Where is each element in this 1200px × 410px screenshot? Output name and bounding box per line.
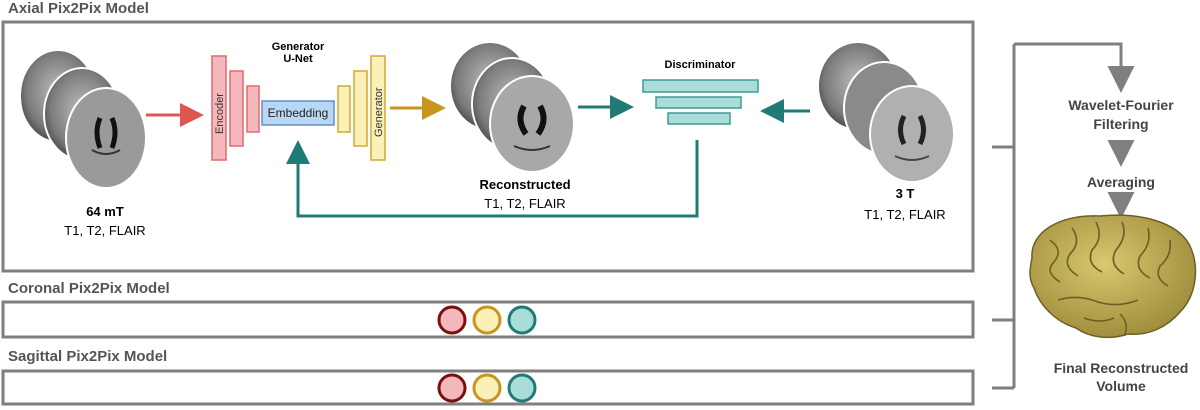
discriminator-label: Discriminator — [665, 59, 737, 71]
embedding-label: Embedding — [268, 106, 329, 120]
embedding-block — [261, 100, 335, 126]
generator-title-line2: U-Net — [283, 53, 313, 65]
final-label-line1: Final Reconstructed — [1054, 360, 1189, 376]
recon-label: Reconstructed — [479, 177, 570, 192]
coronal-title: Coronal Pix2Pix Model — [8, 280, 170, 297]
reconstructed-mri-stack — [449, 41, 575, 173]
final-brain-volume — [1029, 214, 1197, 339]
input-field-label: 64 mT — [86, 204, 124, 219]
encoder-blocks — [211, 55, 260, 161]
target-field-label: 3 T — [896, 186, 915, 201]
input-contrasts-label: T1, T2, FLAIR — [64, 223, 145, 238]
sagittal-frame — [1, 369, 975, 406]
coronal-frame — [1, 300, 975, 339]
averaging-label: Averaging — [1087, 174, 1155, 190]
axial-frame — [1, 20, 975, 273]
wavelet-label-line2: Filtering — [1093, 116, 1148, 132]
axial-title: Axial Pix2Pix Model — [8, 0, 149, 17]
discriminator-blocks — [642, 79, 759, 125]
merge-bracket — [992, 42, 1135, 390]
coronal-model-circles — [437, 305, 537, 335]
input-mri-stack — [19, 49, 147, 189]
final-label-line2: Volume — [1096, 378, 1146, 394]
recon-contrasts-label: T1, T2, FLAIR — [484, 196, 565, 211]
target-mri-stack — [817, 41, 955, 183]
encoder-label: Encoder — [214, 93, 226, 134]
feedback-loop-arrow — [286, 140, 699, 218]
target-contrasts-label: T1, T2, FLAIR — [864, 207, 945, 222]
generator-blocks — [337, 55, 386, 161]
sagittal-title: Sagittal Pix2Pix Model — [8, 348, 167, 365]
generator-title-line1: Generator — [272, 41, 325, 53]
generator-label: Generator — [373, 87, 385, 137]
wavelet-label-line1: Wavelet-Fourier — [1068, 97, 1174, 113]
sagittal-model-circles — [437, 373, 537, 403]
